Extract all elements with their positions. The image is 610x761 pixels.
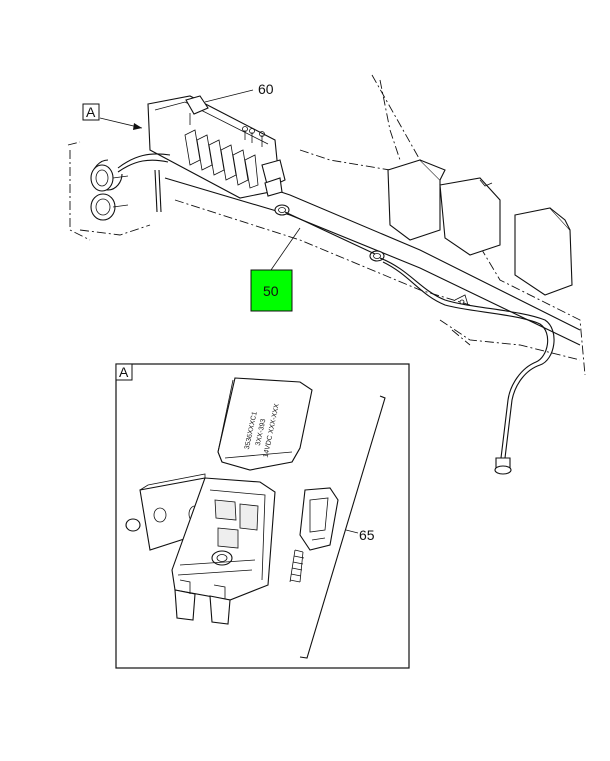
detail-a-label: A	[119, 364, 129, 380]
fuse-row	[184, 129, 259, 189]
part-50-label[interactable]: 50	[263, 283, 279, 299]
spring	[289, 549, 305, 583]
connector-part-60	[185, 95, 209, 125]
part-50-highlight[interactable]: 50	[250, 269, 293, 312]
main-assembly-view	[67, 74, 586, 475]
part-60-label[interactable]: 60	[258, 81, 274, 97]
fuse-cover: 3536XXXC1 3XX-393 14VDC XXX-XXX	[217, 377, 313, 471]
view-a-callout: A	[82, 103, 100, 121]
part-50-leader	[270, 227, 301, 271]
view-a-label: A	[86, 104, 96, 120]
detail-a-box: A 3536XXXC1 3XX-393 14VDC XXX-XXX	[115, 363, 410, 669]
harness-part-50	[274, 204, 555, 475]
part-65-label[interactable]: 65	[359, 527, 375, 543]
